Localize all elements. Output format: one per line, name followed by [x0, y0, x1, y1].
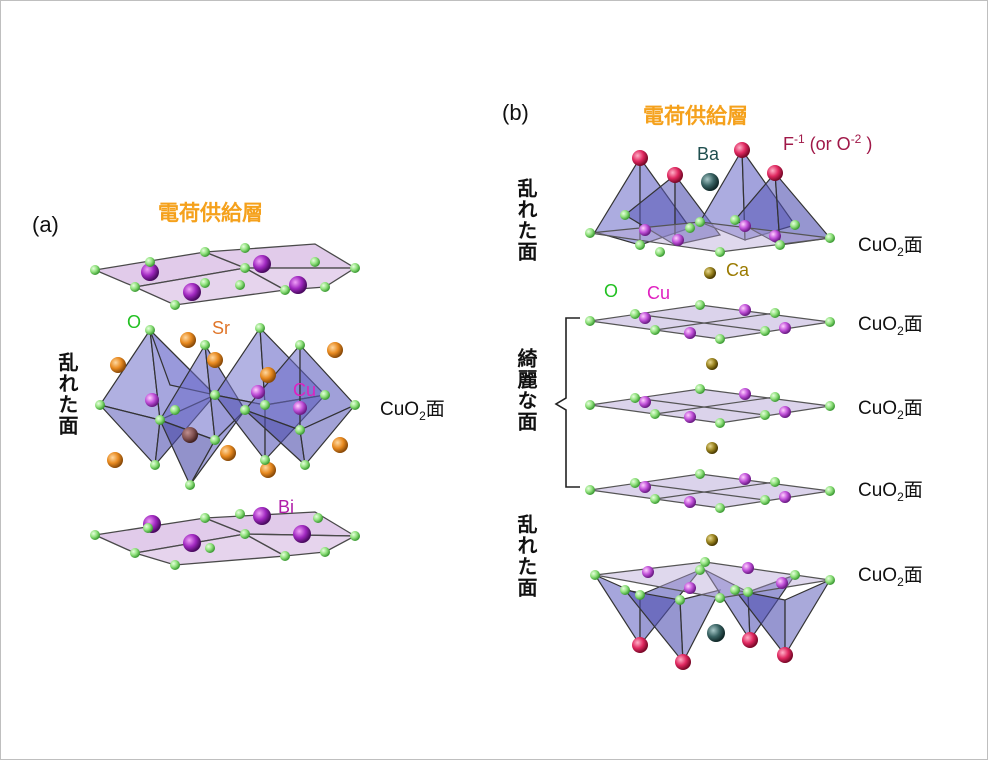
panel-b-cuo2-plane-label-3: CuO2面 — [858, 393, 923, 422]
fluorine-alt-open: (or O — [804, 134, 851, 154]
fluorine-symbol: F — [783, 134, 794, 154]
panel-b-cuo2-plane-label-2: CuO2面 — [858, 309, 923, 338]
a-cuo6-octahedra — [98, 326, 357, 487]
b-clean-cuo2-layers — [589, 304, 831, 509]
panel-a-bismuth-label: Bi — [278, 497, 295, 517]
cuo2-subscript: 2 — [897, 323, 904, 338]
cuo2-prefix: CuO — [380, 399, 420, 420]
panel-a-cuo2-plane-label: CuO2面 — [380, 394, 445, 423]
panel-b-copper-label: Cu — [647, 283, 671, 303]
panel-a-copper-label: Cu — [293, 380, 317, 400]
cuo2-prefix: CuO — [858, 314, 898, 335]
panel-b-calcium-label: Ca — [726, 260, 750, 280]
panel-a-label: (a) — [32, 212, 59, 237]
panel-b-title: 電荷供給層 — [643, 105, 748, 128]
cuo2-subscript: 2 — [897, 244, 904, 259]
cuo2-subscript: 2 — [419, 408, 426, 423]
panel-b-cuo2-plane-label-5: CuO2面 — [858, 560, 923, 589]
panel-b-label: (b) — [502, 100, 529, 125]
a-bio-top-atoms — [90, 243, 360, 310]
panel-a-title: 電荷供給層 — [158, 202, 263, 225]
b-bottom-atoms — [590, 557, 835, 670]
a-octahedra-atoms — [95, 323, 360, 490]
b-top-atoms — [585, 142, 835, 279]
cuo2-subscript: 2 — [897, 489, 904, 504]
a-bio-bottom-atoms — [90, 507, 360, 570]
cuo2-suffix: 面 — [903, 565, 923, 586]
cuo2-suffix: 面 — [903, 398, 923, 419]
cuo2-suffix: 面 — [903, 480, 923, 501]
panel-b-cuo2-plane-label-1: CuO2面 — [858, 230, 923, 259]
clean-planes-brace — [554, 317, 580, 488]
cuo2-suffix: 面 — [903, 314, 923, 335]
cuo2-prefix: CuO — [858, 398, 898, 419]
cuo2-prefix: CuO — [858, 480, 898, 501]
panel-a-oxygen-label: O — [127, 312, 142, 332]
panel-b-disordered-plane-bottom-label: 乱れた面 — [514, 514, 536, 598]
fluorine-alt-close: ) — [861, 134, 873, 154]
a-bio-layer-top — [92, 243, 358, 306]
panel-a-strontium-label: Sr — [212, 318, 230, 338]
panel-a-disordered-plane-label: 乱れた面 — [55, 352, 77, 436]
panel-b-oxygen-label: O — [604, 281, 619, 301]
cuo2-prefix: CuO — [858, 235, 898, 256]
cuo2-subscript: 2 — [897, 574, 904, 589]
panel-b-disordered-plane-top-label: 乱れた面 — [514, 178, 536, 262]
panel-b-barium-label: Ba — [697, 144, 720, 164]
b-clean-layer-atoms — [585, 300, 835, 546]
panel-b-cuo2-plane-label-4: CuO2面 — [858, 475, 923, 504]
fluorine-charge: -1 — [794, 132, 805, 146]
cuo2-prefix: CuO — [858, 565, 898, 586]
panel-b-fluorine-label: F-1 (or O-2 ) — [783, 132, 872, 155]
cuo2-suffix: 面 — [903, 235, 923, 256]
panel-b-clean-plane-label: 綺麗な面 — [514, 348, 536, 432]
oxygen-alt-charge: -2 — [850, 132, 862, 146]
cuo2-subscript: 2 — [897, 407, 904, 422]
cuo2-suffix: 面 — [425, 399, 445, 420]
